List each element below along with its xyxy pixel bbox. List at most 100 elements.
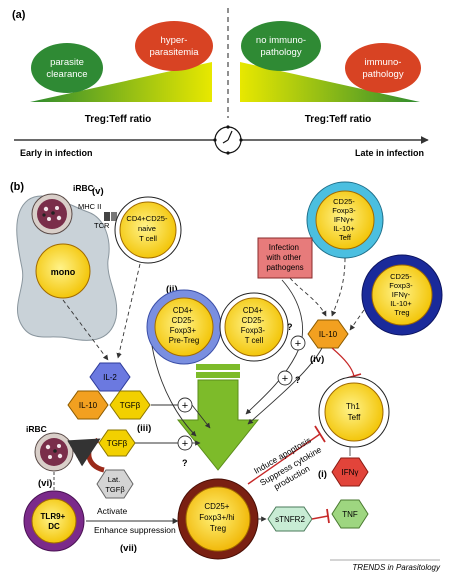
- svg-text:CD4+ CD25- Foxp3-: CD4+ CD25- Foxp3- T cell: [241, 306, 267, 345]
- svg-text:Lat. TGFβ: Lat. TGFβ: [105, 475, 125, 494]
- svg-text:CD25+ Foxp3+/hi Treg: CD25+ Foxp3+/hi Treg: [199, 502, 237, 533]
- tcr-receptor: [111, 212, 117, 221]
- plus-1: +: [295, 338, 301, 350]
- latent-activation-arrow: [67, 437, 105, 473]
- parasite-clearance-ellipse: [31, 43, 103, 93]
- mhc-label: MHC II: [78, 202, 101, 211]
- svg-text:CD4+CD25- naive T cell: CD4+CD25- naive T cell: [126, 214, 169, 243]
- mhc-receptor: [104, 212, 110, 221]
- main-treg-line-2: Foxp3+/hi: [199, 513, 235, 522]
- clock-icon: [213, 125, 243, 155]
- teff-line-3: IFNγ+: [334, 215, 355, 224]
- infection-to-il10-arrow: [289, 277, 327, 317]
- pretreg-line-3: Foxp3+: [170, 326, 197, 335]
- infection-line-2: with other: [266, 253, 302, 262]
- main-treg-line-1: CD25+: [204, 502, 229, 511]
- il10-left-hexagon: [67, 390, 109, 420]
- stnfr2-hexagon: [267, 506, 313, 532]
- svg-text:Infection with other p: Infection with other pathogens: [266, 243, 304, 272]
- tgfb-hexagon: [109, 390, 151, 420]
- main-treg-line-3: Treg: [210, 524, 226, 533]
- il10-to-treg-arrow: [247, 347, 323, 425]
- enhance-label: Enhance suppression: [94, 525, 176, 535]
- th1-line-2: Teff: [348, 413, 362, 422]
- immunopathology-text-1: immuno-: [365, 57, 402, 68]
- lat-tgfb-hexagon: [96, 469, 134, 499]
- treg-line-2: Foxp3-: [389, 281, 413, 290]
- pretreg-line-2: CD25-: [172, 316, 195, 325]
- svg-text:CD4+ CD25- Foxp3+: CD4+ CD25- Foxp3+ Pre-Treg: [169, 306, 199, 345]
- no-immunopathology-text-1: no immuno-: [256, 35, 306, 46]
- svg-text:CD25- Foxp3- IFNγ+: CD25- Foxp3- IFNγ+ IL-10+ Teff: [332, 197, 357, 242]
- v-label: (v): [92, 186, 104, 197]
- question-3: ?: [182, 458, 188, 468]
- svg-text:pathology: pathology: [260, 47, 301, 58]
- infection-to-treg-arrow: [245, 279, 304, 415]
- infection-line-3: pathogens: [266, 263, 303, 272]
- dc-line-1: TLR9+: [41, 512, 66, 521]
- tgfb2-label: TGFβ: [107, 439, 128, 448]
- teff-line-1: CD25-: [333, 197, 355, 206]
- tcell-line-4: T cell: [245, 336, 264, 345]
- mono-nucleus: [35, 243, 91, 299]
- svg-text:no immuno-: no immuno-: [256, 35, 306, 46]
- timeline-end-label: Late in infection: [355, 148, 424, 158]
- irbc-bottom-icon: [34, 432, 74, 472]
- irbc-top-icon: [31, 193, 73, 235]
- tnf-hexagon: [331, 499, 369, 529]
- i-label: (i): [318, 469, 327, 480]
- tnf-label: TNF: [342, 510, 358, 519]
- svg-text:Th1 Teff: Th1 Teff: [346, 402, 362, 422]
- ratio-label-right: Treg:Teff ratio: [305, 114, 371, 125]
- cd4-t-cell: [224, 297, 284, 357]
- teff-cell: [315, 190, 375, 250]
- pretreg-to-arrow: [151, 345, 197, 437]
- plus-3: +: [182, 400, 188, 412]
- iv-label: (iv): [310, 354, 324, 365]
- green-conversion-arrow: [176, 364, 260, 471]
- stnfr2-inhibits-tnf: [311, 515, 329, 520]
- treg-to-il10-arrow: [349, 309, 365, 331]
- lat-tgfb-line-1: Lat.: [108, 475, 121, 484]
- treg-inhibit-bar: [314, 425, 326, 443]
- tlr9-dc-cell: [31, 498, 77, 544]
- panel-a-label: (a): [12, 9, 26, 21]
- treg-line-4: IL-10+: [390, 299, 412, 308]
- plus-2: +: [282, 373, 288, 385]
- no-immunopathology-ellipse: [241, 21, 321, 71]
- pretreg-line-4: Pre-Treg: [169, 336, 199, 345]
- ii-label: (ii): [166, 284, 178, 295]
- dc-line-2: DC: [48, 522, 60, 531]
- svg-text:hyper-: hyper-: [161, 35, 188, 46]
- lat-tgfb-line-2: TGFβ: [105, 485, 125, 494]
- naive-cell-line-1: CD4+CD25-: [126, 214, 168, 223]
- plus-4: +: [182, 438, 188, 450]
- irbc-bottom-label: iRBC: [26, 424, 47, 434]
- th1-teff-cell: [324, 382, 384, 442]
- timeline-start-label: Early in infection: [20, 148, 93, 158]
- footer-label: TRENDS in Parasitology: [352, 563, 441, 572]
- svg-text:parasite: parasite: [50, 57, 84, 68]
- iii-label: (iii): [137, 423, 151, 434]
- plus-circle-1: [290, 335, 306, 351]
- naive-cell-line-2: naive: [138, 224, 156, 233]
- hyperparasitemia-ellipse: [135, 21, 213, 71]
- teff-line-4: IL-10+: [333, 224, 355, 233]
- svg-text:CD25- Foxp3- IFNγ-: CD25- Foxp3- IFNγ- IL-10+ Treg: [389, 272, 414, 317]
- teff-line-5: Teff: [339, 233, 352, 242]
- parasite-clearance-text-1: parasite: [50, 57, 84, 68]
- il10-left-label: IL-10: [79, 401, 98, 410]
- mono-label: mono: [51, 267, 76, 277]
- ratio-label-left: Treg:Teff ratio: [85, 114, 151, 125]
- teff-line-2: Foxp3-: [332, 206, 356, 215]
- panel-b-label: (b): [10, 181, 24, 193]
- mono-to-il2-arrow: [62, 299, 109, 361]
- svg-text:clearance: clearance: [46, 69, 87, 80]
- treg-line-5: Treg: [394, 308, 409, 317]
- il10-treg-cell: [371, 264, 433, 326]
- infection-line-1: Infection: [269, 243, 299, 252]
- immunopathology-ellipse: [345, 43, 421, 93]
- pretreg-cell: [154, 297, 214, 357]
- il10-inhibits-th1: [331, 347, 355, 377]
- tgfb-label: TGFβ: [120, 401, 141, 410]
